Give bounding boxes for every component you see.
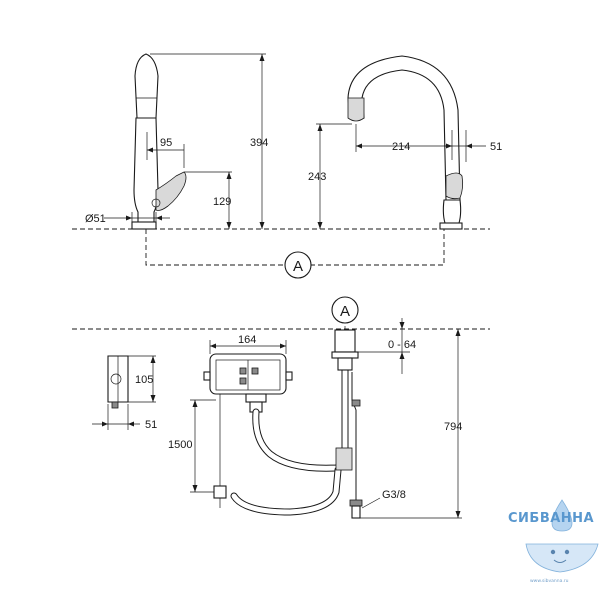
dim-0-64-label: 0 - 64	[388, 339, 416, 351]
power-cable	[213, 394, 227, 508]
watermark-brand: СИБВАННА	[508, 511, 594, 526]
dim-129-label: 129	[213, 196, 231, 208]
mascot-smile-icon	[553, 559, 567, 563]
dim-214-label: 214	[392, 141, 410, 153]
dim-794: 794	[360, 329, 462, 519]
dim-794-label: 794	[444, 421, 462, 433]
dim-1500-label: 1500	[168, 439, 192, 451]
dim-105-label: 105	[135, 374, 153, 386]
dim-243-label: 243	[308, 171, 326, 183]
dim-51-box-label: 51	[145, 419, 157, 431]
water-drop-icon	[551, 499, 573, 532]
dim-51-front: 51	[444, 130, 502, 162]
ref-a-top-label: A	[293, 258, 303, 275]
dim-164-label: 164	[238, 334, 256, 346]
faucet-side-view	[131, 53, 187, 230]
dim-243: 243	[308, 123, 352, 229]
bathtub-icon	[525, 543, 599, 573]
dim-0-64: 0 - 64	[356, 318, 416, 374]
ref-a-bottom: A	[331, 296, 359, 330]
dim-164: 164	[209, 334, 287, 354]
ref-a-connector: A	[145, 229, 445, 279]
dim-95: 95	[146, 132, 185, 168]
control-unit	[203, 353, 293, 413]
thread-g38: G3/8	[361, 489, 406, 509]
dim-dia51-label: Ø51	[85, 213, 106, 225]
hose-assembly	[230, 408, 348, 516]
dim-394: 394	[150, 53, 268, 229]
dim-105: 105	[128, 355, 156, 403]
mounting-shank	[331, 329, 363, 519]
control-box-side	[107, 355, 129, 409]
dim-1500: 1500	[168, 399, 216, 493]
mascot-eye-left-icon	[550, 549, 556, 555]
watermark-site: www.sibvanna.ru	[530, 578, 569, 584]
dim-214: 214	[355, 124, 453, 160]
dim-51-front-label: 51	[490, 141, 502, 153]
faucet-front-view	[347, 55, 464, 230]
dim-dia51: Ø51	[85, 212, 170, 229]
thread-g38-label: G3/8	[382, 489, 406, 501]
dim-51-box: 51	[92, 404, 157, 431]
mascot-eye-right-icon	[564, 549, 570, 555]
ref-a-bottom-label: A	[340, 303, 350, 320]
watermark: СИБВАННА www.sibvanna.ru	[508, 499, 599, 584]
dim-95-label: 95	[160, 137, 172, 149]
dim-129: 129	[184, 171, 232, 229]
dim-394-label: 394	[250, 137, 268, 149]
